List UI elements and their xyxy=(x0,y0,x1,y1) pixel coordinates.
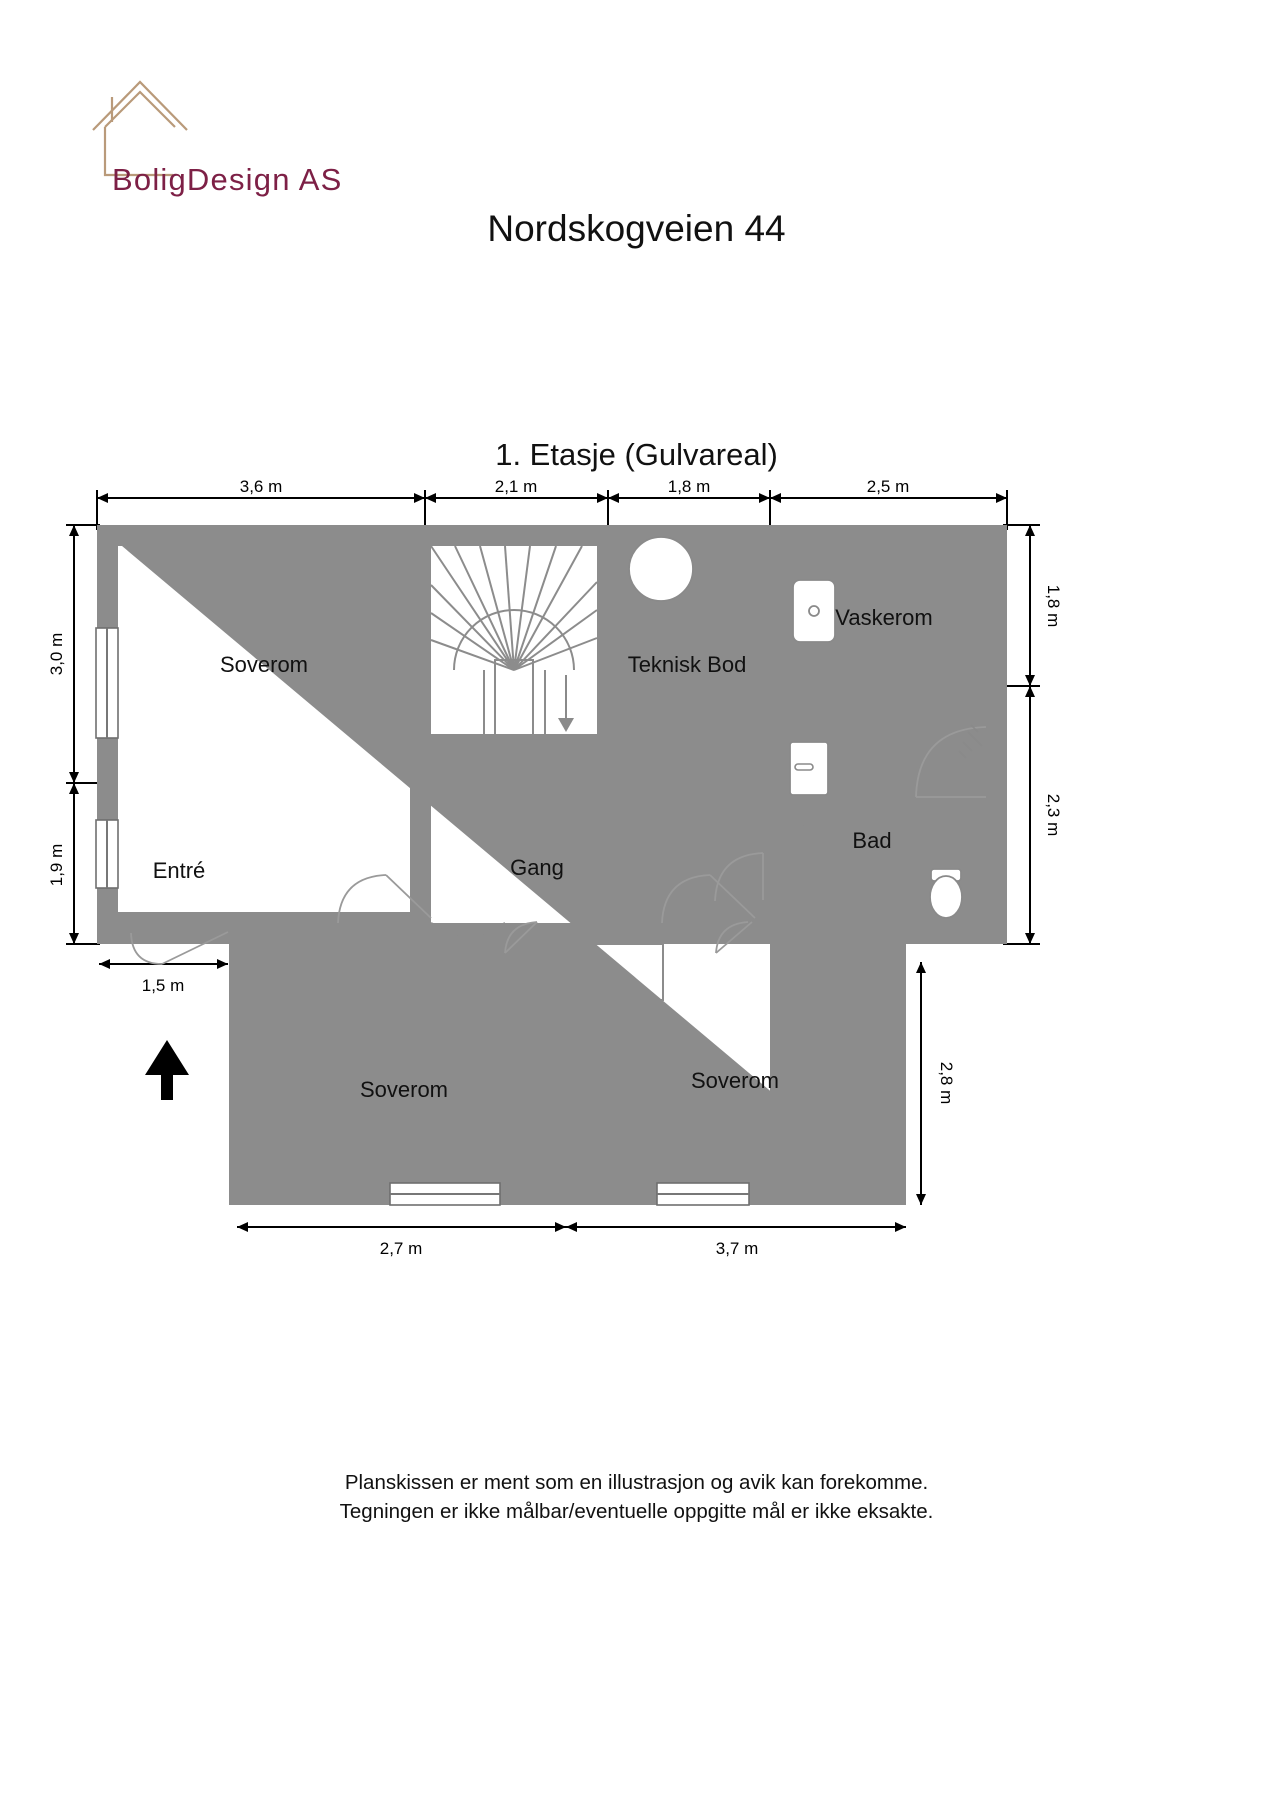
walls xyxy=(97,525,1007,1205)
company-name: BoligDesign AS xyxy=(112,162,343,197)
house-outline-icon xyxy=(92,80,188,177)
dimension-top: 3,6 m 2,1 m 1,8 m 2,5 m xyxy=(96,477,1008,530)
dimension-entry: 1,5 m xyxy=(99,959,228,995)
room-label-soverom-bottom-left: Soverom xyxy=(360,1077,448,1102)
floor-plan: 3,6 m 2,1 m 1,8 m 2,5 m 3,0 m 1,9 m xyxy=(0,470,1273,1470)
dim-bottom-1: 2,7 m xyxy=(380,1239,423,1258)
floor-title: 1. Etasje (Gulvareal) xyxy=(495,437,778,472)
vanity-sink-icon xyxy=(789,741,829,796)
room-label-entre: Entré xyxy=(153,858,206,883)
room-label-bad: Bad xyxy=(852,828,891,853)
dim-right-2: 2,3 m xyxy=(1044,794,1063,837)
dim-right-lower: 2,8 m xyxy=(937,1062,956,1105)
disclaimer: Planskissen er ment som en illustrasjon … xyxy=(0,1468,1273,1526)
dim-top-2: 2,1 m xyxy=(495,477,538,496)
north-arrow-icon xyxy=(145,1040,189,1100)
windows xyxy=(95,627,750,1206)
dimension-right-lower: 2,8 m xyxy=(916,962,956,1205)
disclaimer-line-1: Planskissen er ment som en illustrasjon … xyxy=(344,1471,929,1494)
dim-top-3: 1,8 m xyxy=(668,477,711,496)
page-title: Nordskogveien 44 xyxy=(487,208,786,249)
room-label-soverom-top-left: Soverom xyxy=(220,652,308,677)
dim-left-2: 1,9 m xyxy=(47,844,66,887)
sink-icon xyxy=(792,579,836,643)
fixtures xyxy=(628,536,987,919)
dimension-bottom: 2,7 m 3,7 m xyxy=(237,1222,906,1258)
dim-top-4: 2,5 m xyxy=(867,477,910,496)
company-logo: BoligDesign AS xyxy=(50,40,390,197)
disclaimer-line-2: Tegningen er ikke målbar/eventuelle oppg… xyxy=(339,1500,934,1523)
room-label-gang: Gang xyxy=(510,855,564,880)
dim-top-1: 3,6 m xyxy=(240,477,283,496)
room-label-soverom-bottom-right: Soverom xyxy=(691,1068,779,1093)
floor-plan-svg: 3,6 m 2,1 m 1,8 m 2,5 m 3,0 m 1,9 m xyxy=(47,477,1063,1258)
dim-bottom-2: 3,7 m xyxy=(716,1239,759,1258)
shower-icon xyxy=(958,724,983,759)
water-heater-icon xyxy=(628,536,694,602)
staircase xyxy=(430,545,598,739)
toilet-icon xyxy=(929,868,963,919)
doors xyxy=(130,726,987,965)
dimension-left: 3,0 m 1,9 m xyxy=(47,524,100,945)
dimension-right: 1,8 m 2,3 m xyxy=(1003,524,1063,945)
staircase-down-arrow-icon xyxy=(558,675,574,732)
room-label-vaskerom: Vaskerom xyxy=(835,605,932,630)
dim-entry: 1,5 m xyxy=(142,976,185,995)
dim-left-1: 3,0 m xyxy=(47,633,66,676)
room-labels: Soverom Teknisk Bod Vaskerom Bad Entré G… xyxy=(153,605,933,1102)
room-label-teknisk-bod: Teknisk Bod xyxy=(628,652,747,677)
dim-right-1: 1,8 m xyxy=(1044,585,1063,628)
